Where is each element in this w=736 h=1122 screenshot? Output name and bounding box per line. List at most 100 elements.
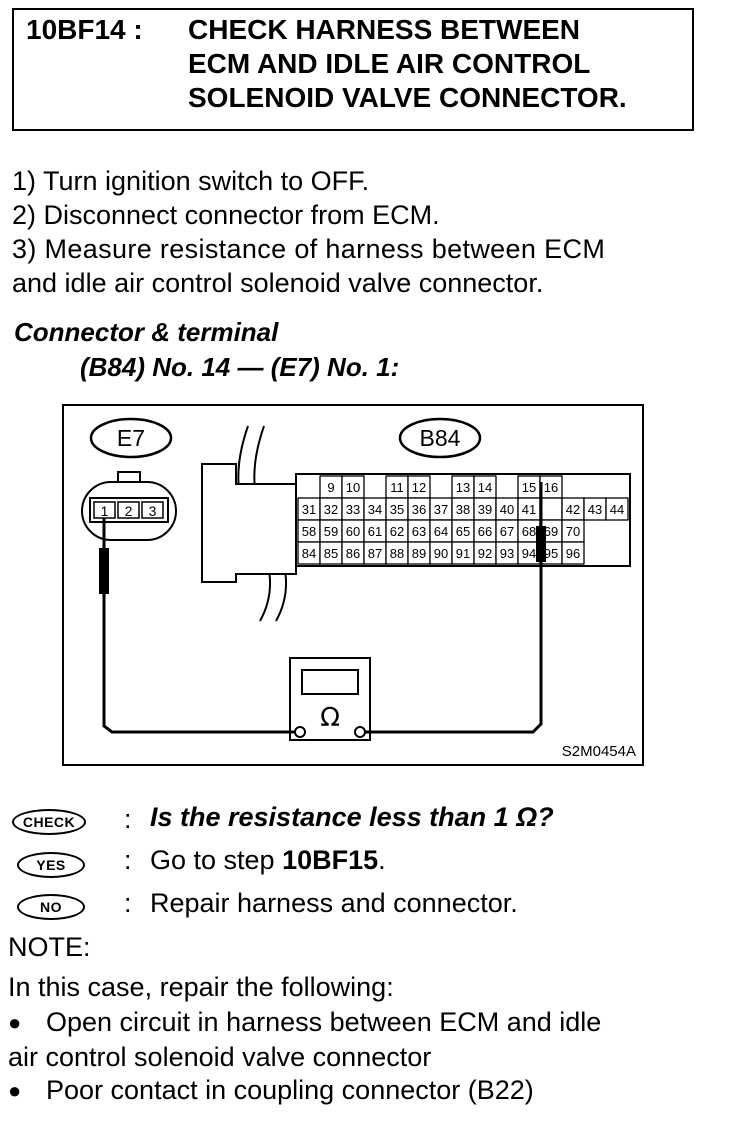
step-item-1: 1) Turn ignition switch to OFF. [12,166,370,196]
b84-terminal-87: 87 [368,546,382,561]
b84-terminal-96: 96 [566,546,580,561]
check-badge-icon: CHECK [12,809,86,835]
step-code: 10BF14 : [26,14,143,45]
yes-answer-suffix: . [378,845,386,875]
b84-terminal-34: 34 [368,502,382,517]
step-header-box [12,8,694,131]
b84-terminal-70: 70 [566,524,580,539]
b84-terminal-14: 14 [478,480,492,495]
b84-terminal-35: 35 [390,502,404,517]
b84-terminal-cell [561,541,585,565]
ohm-symbol: Ω [320,703,340,733]
meter-terminal-left [294,726,306,738]
b84-terminal-61: 61 [368,524,382,539]
b84-terminal-10: 10 [346,480,360,495]
b84-terminal-16: 16 [544,480,558,495]
e7-label: E7 [117,425,145,451]
b84-terminal-91: 91 [456,546,470,561]
b84-terminal-37: 37 [434,502,448,517]
b84-terminal-84: 84 [302,546,316,561]
b84-terminal-36: 36 [412,502,426,517]
b84-terminal-65: 65 [456,524,470,539]
step-title-line-1: CHECK HARNESS BETWEEN [188,14,581,45]
b84-terminal-69: 69 [544,524,558,539]
connector-spec: (B84) No. 14 — (E7) No. 1: [80,352,400,382]
b84-terminal-40: 40 [500,502,514,517]
note-item-1: Open circuit in harness between ECM and … [46,1007,602,1037]
b84-terminal-38: 38 [456,502,470,517]
b84-terminal-59: 59 [324,524,338,539]
b84-terminal-39: 39 [478,502,492,517]
b84-terminal-43: 43 [588,502,602,517]
b84-terminal-86: 86 [346,546,360,561]
step-item-3: 3) Measure resistance of harness between… [12,234,606,264]
connector-heading: Connector & terminal [14,317,279,347]
b84-label-ellipse [398,417,482,459]
no-answer: Repair harness and connector. [150,888,518,918]
b84-terminal-90: 90 [434,546,448,561]
b84-terminal-88: 88 [390,546,404,561]
probe-wire-b84 [365,482,543,734]
b84-terminal-94: 94 [522,546,536,561]
note-item-1-cont: air control solenoid valve connector [8,1042,432,1072]
b84-terminal-93: 93 [500,546,514,561]
b84-terminal-41: 41 [522,502,536,517]
b84-terminal-95: 95 [544,546,558,561]
note-label: NOTE: [8,932,91,962]
b84-terminal-58: 58 [302,524,316,539]
b84-terminal-67: 67 [500,524,514,539]
step-item-3-cont: and idle air control solenoid valve conn… [12,268,544,298]
b84-terminal-44: 44 [610,502,624,517]
yes-step-ref: 10BF15 [282,845,379,875]
yes-colon: : [124,845,132,875]
b84-terminal-15: 15 [522,480,536,495]
b84-terminal-32: 32 [324,502,338,517]
b84-terminal-42: 42 [566,502,580,517]
b84-connector: 9 10 11 12 13 14 15 16 31 32 33 34 35 36 37 38 39 40 41 42 4… [201,463,631,583]
b84-terminal-cell [605,497,629,521]
probe-b84 [536,526,546,562]
b84-terminal-60: 60 [346,524,360,539]
b84-terminal-cell [539,497,563,521]
e7-pin-1: 1 [101,503,109,519]
bullet-icon: ● [8,1078,22,1103]
b84-terminal-85: 85 [324,546,338,561]
check-question: Is the resistance less than 1 Ω? [150,802,554,832]
yes-badge-icon: YES [17,852,85,878]
step-title-line-3: SOLENOID VALVE CONNECTOR. [188,82,627,113]
check-colon: : [124,804,132,834]
step-title-line-2: ECM AND IDLE AIR CONTROL [188,48,591,79]
b84-terminal-11: 11 [390,480,404,495]
b84-terminal-12: 12 [412,480,426,495]
b84-terminal-68: 68 [522,524,536,539]
note-item-2: Poor contact in coupling connector (B22) [46,1075,534,1105]
b84-terminal-92: 92 [478,546,492,561]
b84-terminal-33: 33 [346,502,360,517]
step-item-2: 2) Disconnect connector from ECM. [12,200,440,230]
e7-pin-3: 3 [149,503,157,519]
b84-terminal-66: 66 [478,524,492,539]
e7-pin-2: 2 [125,503,133,519]
probe-e7 [99,548,109,594]
yes-answer-prefix: Go to step [150,845,283,875]
b84-terminal-63: 63 [412,524,426,539]
e7-label-ellipse [89,417,173,459]
yes-answer: Go to step 10BF15. [150,845,386,876]
b84-label: B84 [420,425,461,451]
b84-terminal-89: 89 [412,546,426,561]
b84-terminal-62: 62 [390,524,404,539]
figure-code: S2M0454A [562,743,636,760]
b84-terminal-13: 13 [456,480,470,495]
b84-terminal-31: 31 [302,502,316,517]
note-intro: In this case, repair the following: [8,972,394,1002]
ohmmeter: Ω [289,657,371,741]
no-badge-icon: NO [17,894,85,920]
bullet-icon: ● [8,1010,22,1035]
no-colon: : [124,888,132,918]
e7-connector: 1 2 3 [81,471,177,541]
b84-terminal-64: 64 [434,524,448,539]
meter-terminal-right [354,726,366,738]
b84-terminal-9: 9 [327,480,334,495]
